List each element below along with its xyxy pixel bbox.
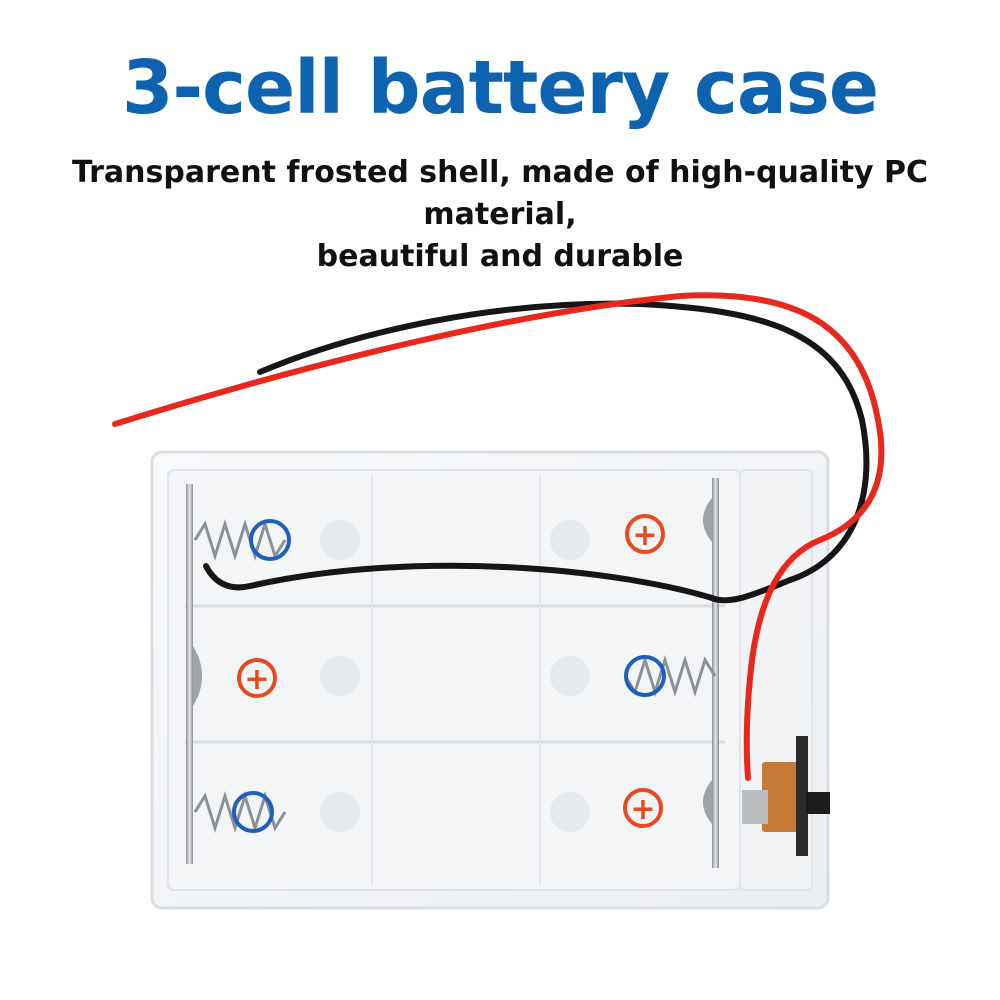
positive-symbol-3: + <box>630 792 655 827</box>
positive-symbol-1: + <box>632 518 657 553</box>
page-title: 3-cell battery case <box>121 45 879 131</box>
positive-symbol-2: + <box>244 662 269 697</box>
negative-terminal-icon <box>232 519 666 833</box>
subtitle-line-2: beautiful and durable <box>316 239 684 274</box>
metal-contact-plates <box>186 478 719 868</box>
page-subtitle: Transparent frosted shell, made of high-… <box>0 152 1000 278</box>
red-wire <box>112 292 885 781</box>
positive-terminal-icon <box>237 514 665 828</box>
subtitle-line-1: Transparent frosted shell, made of high-… <box>71 155 929 232</box>
slide-switch[interactable] <box>742 736 830 856</box>
black-wire <box>203 300 870 604</box>
